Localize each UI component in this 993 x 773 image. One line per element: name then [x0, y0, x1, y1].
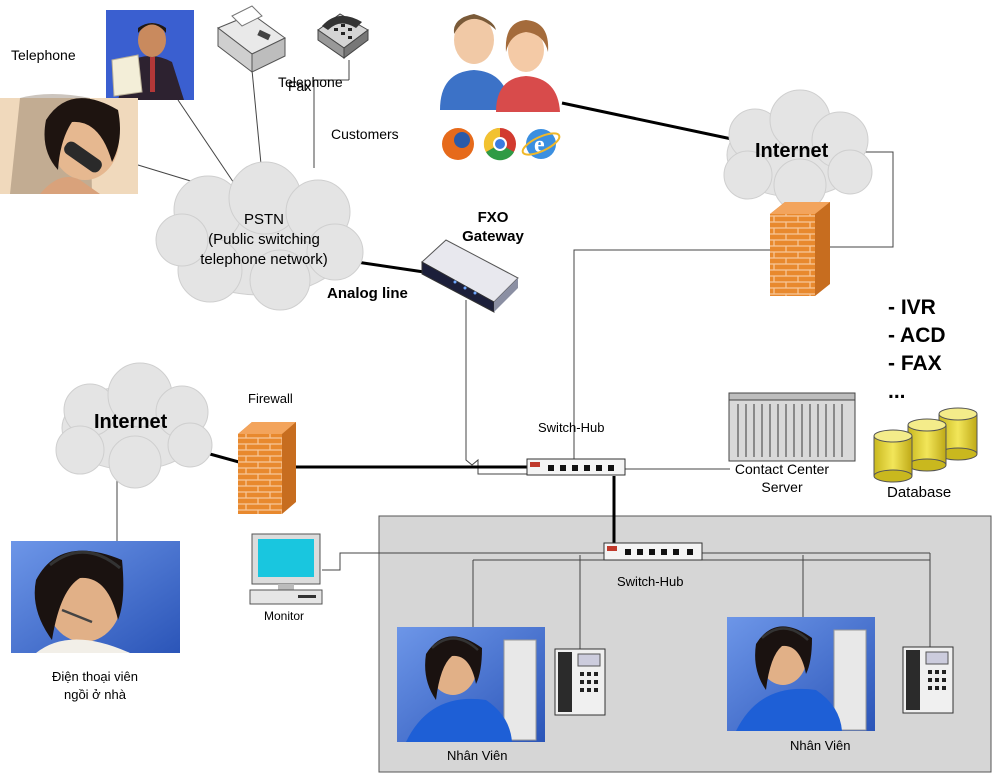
telephone-label-left: Telephone	[11, 47, 76, 63]
database-icon	[873, 407, 978, 483]
customers-label: Customers	[331, 126, 399, 142]
service-item-ivr: - IVR	[888, 296, 936, 319]
fax-label: Fax	[288, 78, 312, 94]
fxo-label-line2: Gateway	[462, 228, 524, 245]
ip-phone-icon-1	[554, 648, 606, 716]
contact-center-label-line1: Contact Center	[734, 461, 830, 477]
woman-phone-photo	[0, 94, 138, 194]
switch-hub-bottom-device	[603, 542, 703, 561]
pstn-label-line2: (Public switching	[208, 231, 320, 248]
agent-photo-2	[727, 617, 875, 731]
pstn-label: PSTN (Public switching telephone network…	[178, 210, 350, 270]
fxo-gateway-label: FXO Gateway	[448, 208, 538, 246]
pstn-label-line3: telephone network)	[200, 251, 328, 268]
internet-label-left: Internet	[94, 411, 168, 433]
agent-photo-1	[397, 627, 545, 742]
agent-label-2: Nhân Viên	[790, 738, 851, 753]
chrome-icon	[483, 127, 516, 161]
analog-line-label: Analog line	[327, 285, 408, 302]
monitor-label: Monitor	[264, 609, 305, 623]
switch-hub-label-bottom: Switch-Hub	[617, 574, 684, 589]
home-agent-label-line2: ngồi ở nhà	[63, 687, 127, 702]
firefox-icon	[442, 128, 474, 160]
telephone-label-top: Telephone	[278, 74, 343, 90]
service-item-acd: - ACD	[888, 324, 946, 347]
internet-cloud-right	[723, 89, 873, 212]
fax-icon	[217, 5, 286, 74]
contact-center-label-line2: Server	[761, 479, 803, 495]
database-label: Database	[887, 484, 952, 501]
home-agent-label-line1: Điện thoại viên	[52, 669, 138, 684]
agent-label-1: Nhân Viên	[447, 748, 508, 763]
internet-cloud-left	[55, 362, 213, 489]
service-item-more: ...	[888, 380, 906, 403]
switch-hub-label-top: Switch-Hub	[538, 420, 605, 435]
contact-center-server-label: Contact Center Server	[722, 460, 842, 496]
firewall-label: Firewall	[248, 391, 293, 406]
firewall-left	[238, 422, 296, 514]
firewall-right	[770, 202, 830, 296]
customers-icon	[440, 14, 560, 112]
fxo-gateway-device	[421, 239, 519, 313]
home-agent-label: Điện thoại viên ngồi ở nhà	[35, 668, 155, 704]
contact-center-server	[728, 392, 856, 462]
service-item-fax: - FAX	[888, 352, 942, 375]
fxo-label-line1: FXO	[477, 209, 509, 226]
svg-text:e: e	[534, 132, 545, 158]
desk-telephone-icon	[317, 13, 369, 59]
monitor-icon	[249, 533, 323, 605]
services-list: - IVR - ACD - FAX ...	[888, 294, 946, 406]
internet-explorer-icon: e	[521, 129, 561, 159]
switch-hub-top-device	[526, 458, 626, 476]
pstn-label-line1: PSTN	[243, 211, 284, 228]
home-agent-photo	[11, 541, 180, 653]
businessman-photo	[106, 10, 194, 100]
internet-label-right: Internet	[755, 140, 829, 162]
ip-phone-icon-2	[902, 646, 954, 714]
pstn-cloud	[155, 161, 364, 311]
